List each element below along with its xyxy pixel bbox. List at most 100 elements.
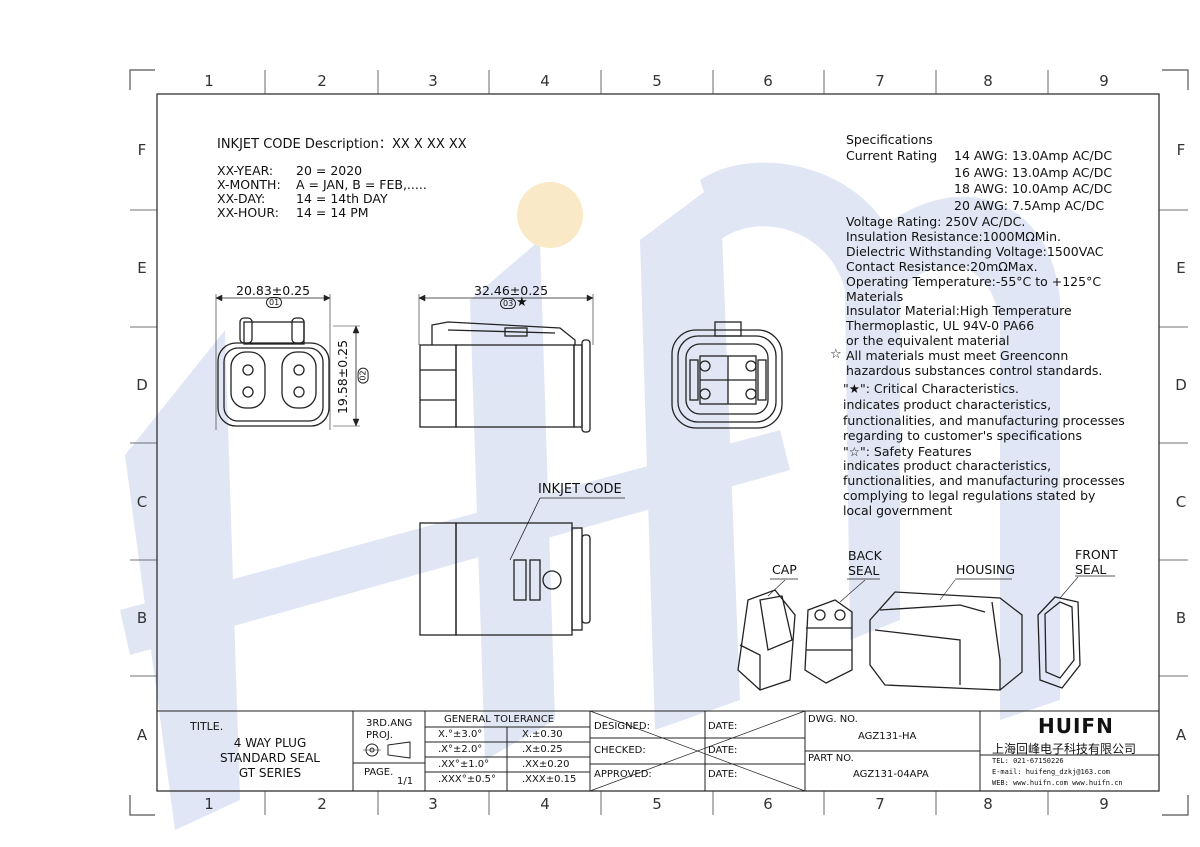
safety-label: "☆": Safety Features [843, 444, 972, 459]
green-note: All materials must meet Greenconn [846, 348, 1069, 363]
inkjet-key: XX-HOUR: [217, 205, 279, 220]
inkjet-key: XX-DAY: [217, 191, 266, 206]
specs-item: Voltage Rating: 250V AC/DC. [846, 214, 1026, 229]
label-housing: HOUSING [956, 562, 1016, 577]
grid-row-label: F [137, 141, 147, 159]
grid-col-label: 6 [763, 72, 773, 90]
dimension-height-ref: 02 [357, 367, 369, 384]
grid-row-label: A [136, 726, 148, 744]
safety-line: indicates product characteristics, [843, 458, 1052, 473]
inkjet-description-title: INKJET CODE Description：XX X XX XX [217, 137, 467, 152]
grid-row-label: C [136, 493, 148, 511]
grid-col-label: 2 [317, 795, 327, 813]
inkjet-value: 14 = 14th DAY [296, 191, 388, 206]
title-label: TITLE. [190, 720, 224, 733]
grid-col-label: 2 [317, 72, 327, 90]
inkjet-key: X-MONTH: [217, 177, 281, 192]
company-email: E-mail: huifeng_dzkj@163.com [992, 768, 1111, 776]
specs-current-item: 20 AWG: 7.5Amp AC/DC [954, 197, 1105, 213]
grid-col-label: 1 [204, 72, 214, 90]
bottom-view [419, 497, 625, 636]
critical-line: regarding to customer's specifications [843, 428, 1082, 443]
title-line: 4 WAY PLUG [233, 736, 307, 750]
label-cap: CAP [772, 562, 797, 577]
specs-item: Thermoplastic, UL 94V-0 PA66 [846, 318, 1035, 334]
label-front-seal: FRONT SEAL [1075, 547, 1118, 577]
tolerance-cell: .XX°±1.0° [438, 759, 490, 770]
critical-line: functionalities, and manufacturing proce… [843, 412, 1125, 428]
specs-item: Insulation Resistance:1000MΩMin. [846, 228, 1061, 244]
grid-row-label: E [137, 259, 147, 277]
grid-col-label: 5 [652, 795, 662, 813]
date-label-checked: DATE: [708, 745, 738, 756]
grid-col-label: 7 [875, 795, 885, 813]
specs-current-item: 16 AWG: 13.0Amp AC/DC [954, 164, 1113, 180]
specs-item: Operating Temperature:-55°C to +125°C [846, 273, 1102, 289]
tolerance-cell: .X°±2.0° [438, 744, 483, 755]
grid-col-label: 8 [983, 795, 993, 813]
inkjet-value: 14 = 14 PM [296, 205, 369, 220]
page-value: 1/1 [397, 776, 414, 787]
grid-row-label: B [1175, 609, 1187, 627]
side-view [418, 294, 594, 433]
specs-current-item: 14 AWG: 13.0Amp AC/DC [954, 148, 1113, 163]
date-label-designed: DATE: [708, 721, 738, 732]
grid-row-label: E [1176, 259, 1186, 277]
sheet-frame [129, 69, 1189, 816]
green-note-2: hazardous substances control standards. [846, 363, 1103, 378]
title-block-lines [157, 710, 1159, 792]
safety-star-icon: ☆ [830, 347, 842, 362]
safety-line: local government [843, 503, 953, 518]
specs-current-label: Current Rating [846, 148, 938, 163]
end-view [671, 321, 783, 429]
exploded-view [737, 575, 1115, 691]
dimension-length: 32.46±0.25 [474, 283, 549, 298]
specs-item: or the equivalent material [846, 333, 1010, 349]
specs-heading: Specifications [846, 132, 933, 147]
tolerance-header: GENERAL TOLERANCE [444, 714, 555, 725]
safety-line: functionalities, and manufacturing proce… [843, 473, 1125, 488]
dwg-label: DWG. NO. [808, 714, 858, 725]
approved-label: APPROVED: [594, 769, 652, 780]
grid-col-label: 3 [428, 72, 438, 90]
company-tel: TEL: 021-67150226 [992, 757, 1064, 765]
date-label-approved: DATE: [708, 769, 738, 780]
specs-item: Contact Resistance:20mΩMax. [846, 258, 1038, 274]
front-view [215, 294, 360, 430]
page-label: PAGE. [364, 767, 394, 778]
grid-col-label: 4 [540, 72, 550, 90]
grid-col-label: 5 [652, 72, 662, 90]
title-value: 4 WAY PLUG STANDARD SEAL GT SERIES [200, 736, 340, 781]
inkjet-key: XX-YEAR: [217, 163, 274, 178]
grid-col-label: 4 [540, 795, 550, 813]
grid-row-label: D [136, 376, 148, 394]
critical-label: "★": Critical Characteristics. [843, 381, 1020, 396]
designed-label: DESIGNED: [594, 721, 650, 732]
label-inkjet-code: INKJET CODE [538, 482, 622, 497]
tolerance-cell: X.°±3.0° [438, 729, 483, 740]
dimension-width-ref: 01 [266, 297, 283, 308]
specs-item: Insulator Material:High Temperature [846, 303, 1072, 319]
tolerance-cell: .XXX±0.15 [522, 774, 577, 785]
company-logo: HUIFN [1038, 714, 1114, 738]
watermark [120, 162, 1060, 830]
part-label: PART NO. [808, 753, 854, 764]
tolerance-cell: .XXX°±0.5° [438, 774, 497, 785]
grid-col-label: 3 [428, 795, 438, 813]
dimension-length-ref: 03 [500, 298, 517, 309]
proj-label: 3RD.ANG [366, 718, 413, 729]
proj-label-2: PROJ. [366, 730, 393, 741]
title-line: STANDARD SEAL [220, 751, 320, 765]
grid-row-label: F [1176, 141, 1186, 159]
grid-col-label: 9 [1099, 795, 1109, 813]
inkjet-value: 20 = 2020 [296, 163, 363, 178]
grid-col-label: 9 [1099, 72, 1109, 90]
dimension-width: 20.83±0.25 [236, 283, 311, 298]
company-name: 上海回峰电子科技有限公司 [992, 742, 1137, 756]
title-line: GT SERIES [238, 766, 302, 780]
checked-label: CHECKED: [594, 745, 646, 756]
company-web: WEB: www.huifn.com www.huifn.cn [992, 779, 1123, 787]
inkjet-value: A = JAN, B = FEB,..... [296, 177, 427, 192]
grid-col-label: 1 [204, 795, 214, 813]
